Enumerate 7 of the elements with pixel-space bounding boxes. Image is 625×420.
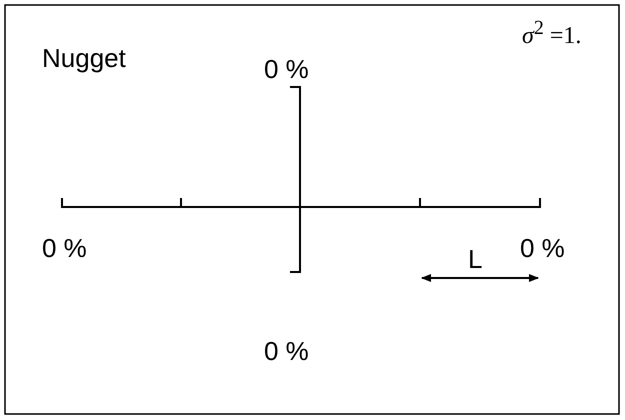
percentage-label: 0 % bbox=[264, 338, 309, 364]
variance-formula: σ$^{2}$ =1. bbox=[522, 18, 582, 48]
percentage-label: 0 % bbox=[42, 235, 87, 261]
scale-label: L bbox=[468, 246, 482, 272]
percentage-label: 0 % bbox=[520, 235, 565, 261]
percentage-label: 0 % bbox=[264, 56, 309, 82]
title-label: Nugget bbox=[42, 45, 126, 71]
